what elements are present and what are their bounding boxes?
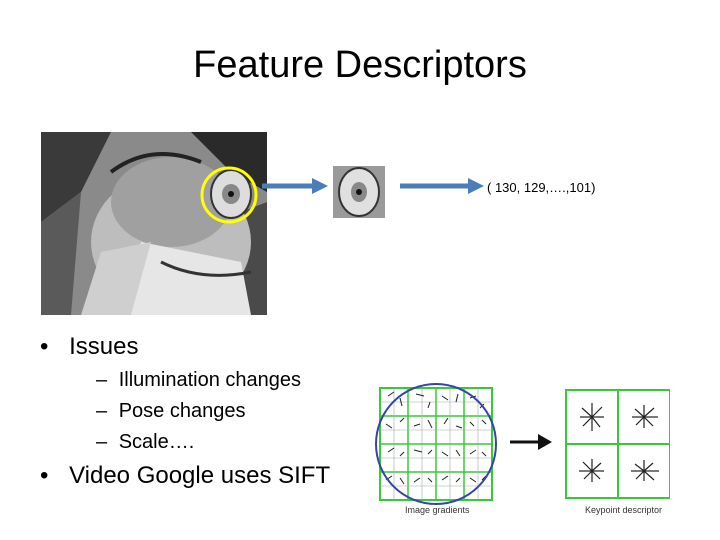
- arrow-to-descriptor: [400, 178, 484, 194]
- keypoint-highlight-circle: [200, 166, 258, 224]
- caption-keypoint-descriptor: Keypoint descriptor: [585, 505, 663, 515]
- subbullet-text: Illumination changes: [118, 369, 302, 391]
- caption-image-gradients: Image gradients: [405, 505, 470, 515]
- arrow-to-patch: [262, 178, 328, 194]
- bullet-text: Video Google uses SIFT: [69, 462, 331, 489]
- subbullet-pose: – Pose changes: [96, 400, 245, 423]
- bullet-video-google: • Video Google uses SIFT: [40, 462, 330, 490]
- keypoint-descriptor-grid: [565, 389, 670, 499]
- image-gradients-grid: [375, 383, 497, 505]
- gaussian-window-circle: [375, 383, 497, 505]
- bullet-issues: • Issues: [40, 333, 138, 361]
- extracted-patch: [333, 166, 385, 218]
- subbullet-marker: –: [96, 431, 108, 453]
- subbullet-scale: – Scale….: [96, 431, 194, 454]
- bullet-marker: •: [40, 333, 49, 360]
- bullet-marker: •: [40, 462, 49, 489]
- subbullet-text: Scale….: [118, 431, 195, 453]
- slide-title: Feature Descriptors: [193, 44, 527, 86]
- figure-arrow: [510, 434, 552, 450]
- subbullet-marker: –: [96, 400, 108, 422]
- bullet-text: Issues: [69, 333, 139, 360]
- graffiti-photo: [41, 132, 267, 315]
- descriptor-vector: ( 130, 129,….,101): [487, 180, 596, 195]
- subbullet-illumination: – Illumination changes: [96, 369, 301, 392]
- sift-figure: [375, 383, 670, 505]
- subbullet-text: Pose changes: [118, 400, 246, 422]
- subbullet-marker: –: [96, 369, 108, 391]
